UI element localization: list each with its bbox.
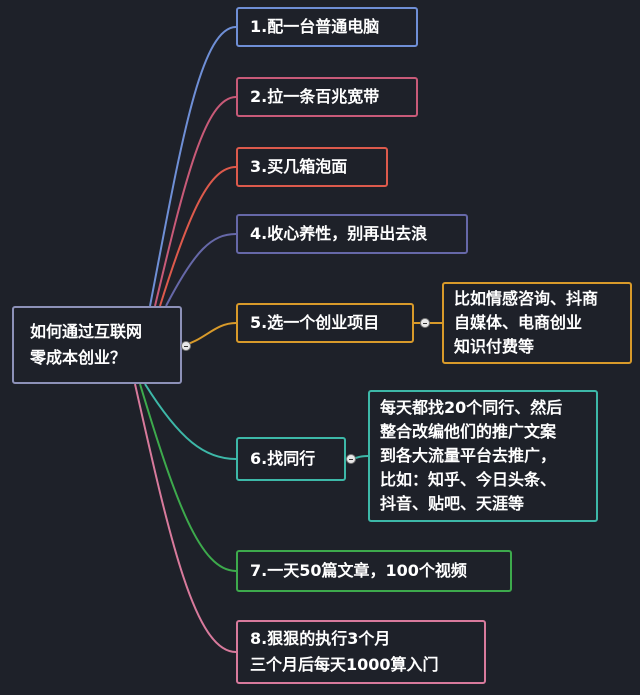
connector-branch-6 [144, 383, 237, 460]
branch-6-detail-line-5: 抖音、贴吧、天涯等 [380, 494, 525, 513]
branch-4-label: 4.收心养性，别再出去浪 [250, 224, 428, 243]
branch-3-label: 3.买几箱泡面 [250, 157, 348, 176]
root-topic[interactable]: 如何通过互联网 零成本创业？ [12, 306, 182, 384]
branch-2-label: 2.拉一条百兆宽带 [250, 87, 380, 106]
connector-branch-8 [134, 383, 237, 653]
branch-6-detail-line-4: 比如：知乎、今日头条、 [380, 470, 557, 489]
root-topic-line-1: 如何通过互联网 [30, 322, 143, 341]
connector-branch-2 [154, 96, 237, 307]
branch-6-node[interactable]: 6.找同行 [236, 437, 346, 481]
branch-6-label: 6.找同行 [250, 449, 316, 468]
branch-8-label-line-1: 8.狠狠的执行3个月 [250, 629, 391, 648]
branch-1-node[interactable]: 1.配一台普通电脑 [236, 7, 418, 47]
branch-3-node[interactable]: 3.买几箱泡面 [236, 147, 388, 187]
branch-1-label: 1.配一台普通电脑 [250, 17, 380, 36]
branch-5-detail-line-2: 自媒体、电商创业 [454, 313, 583, 332]
root-topic-line-2: 零成本创业？ [30, 348, 127, 367]
branch-4-node[interactable]: 4.收心养性，别再出去浪 [236, 214, 468, 254]
root-collapse-icon[interactable] [181, 341, 191, 351]
connector-branch-3 [159, 166, 237, 307]
branch-5-collapse-icon[interactable] [420, 318, 430, 328]
connector-branch-7 [139, 383, 237, 572]
connector-branch-4 [165, 233, 237, 307]
branch-6-detail-line-2: 整合改编他们的推广文案 [380, 422, 557, 441]
branch-7-node[interactable]: 7.一天50篇文章，100个视频 [236, 550, 512, 592]
branch-8-label-line-2: 三个月后每天1000算入门 [250, 655, 439, 674]
branch-5-label: 5.选一个创业项目 [250, 313, 380, 332]
branch-5-node[interactable]: 5.选一个创业项目 [236, 303, 414, 343]
branch-8-node[interactable]: 8.狠狠的执行3个月 三个月后每天1000算入门 [236, 620, 486, 684]
branch-6-detail-line-1: 每天都找20个同行、然后 [380, 398, 563, 417]
branch-5-detail-line-1: 比如情感咨询、抖商 [454, 289, 599, 308]
branch-6-collapse-icon[interactable] [346, 454, 356, 464]
branch-5-detail-node[interactable]: 比如情感咨询、抖商 自媒体、电商创业 知识付费等 [442, 282, 632, 364]
branch-5-detail-line-3: 知识付费等 [454, 337, 535, 356]
branch-6-detail-line-3: 到各大流量平台去推广， [380, 446, 557, 465]
branch-2-node[interactable]: 2.拉一条百兆宽带 [236, 77, 418, 117]
branch-7-label: 7.一天50篇文章，100个视频 [250, 561, 467, 580]
branch-6-detail-node[interactable]: 每天都找20个同行、然后 整合改编他们的推广文案 到各大流量平台去推广， 比如：… [368, 390, 598, 522]
connector-branch-1 [149, 26, 237, 307]
